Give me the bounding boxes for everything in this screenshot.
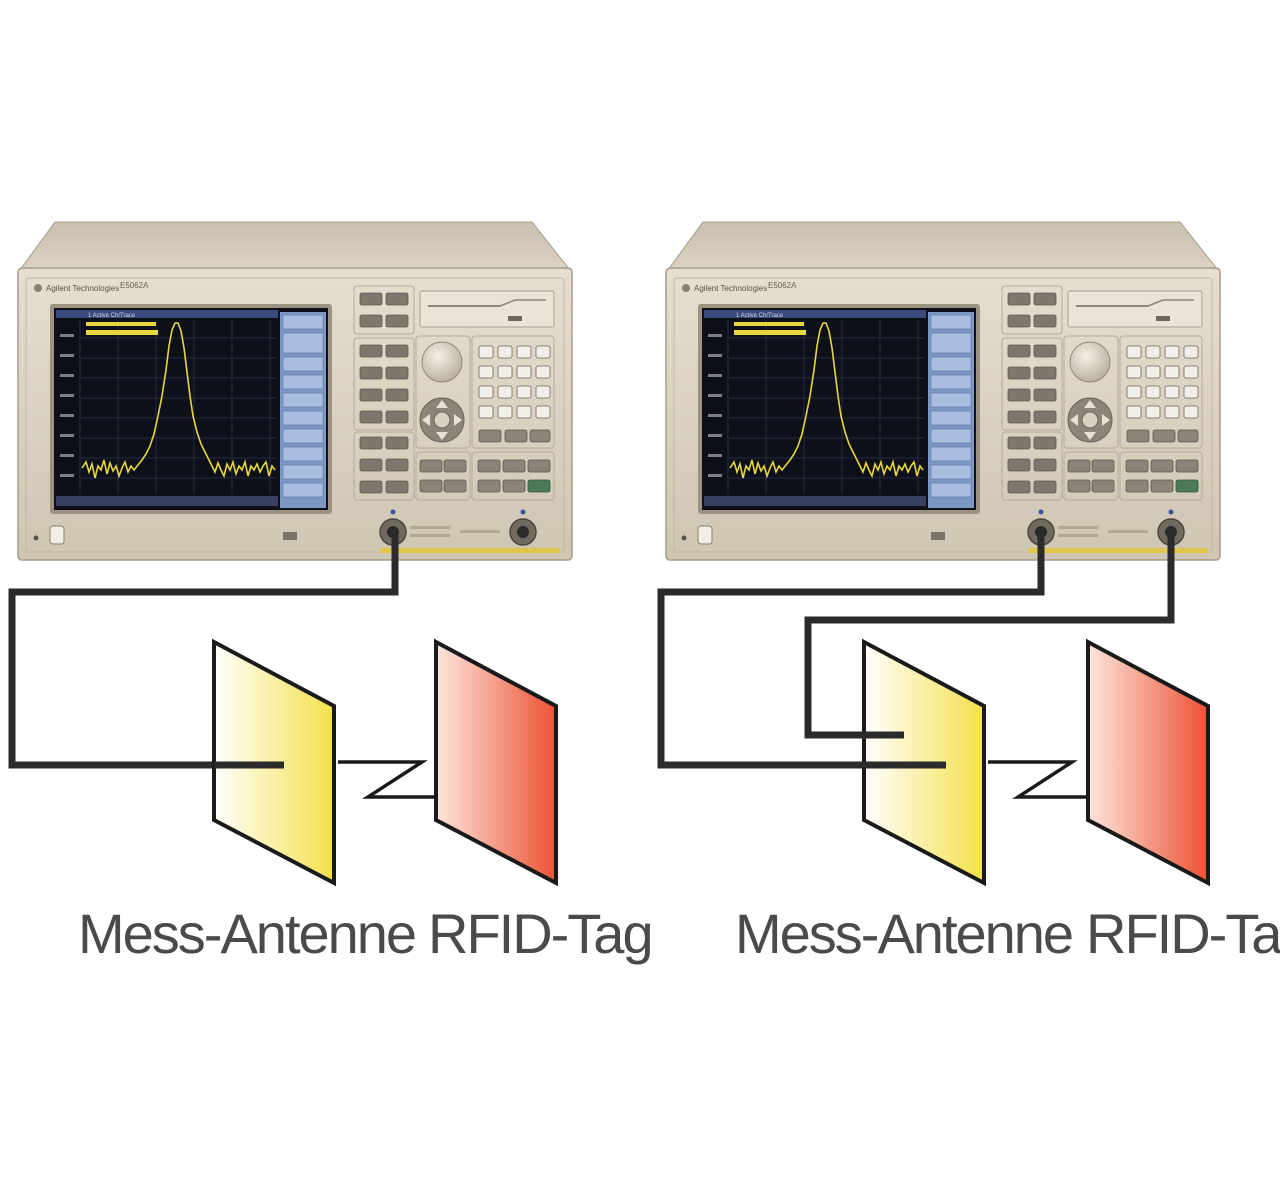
model-label-right: E5062A xyxy=(768,281,797,290)
rfid-tag-left xyxy=(434,640,558,885)
network-analyzer-right: Agilent Technologies E5062A 1 Active Ch/… xyxy=(665,221,1221,561)
antenna-caption-right: Mess-Antenne xyxy=(735,902,1072,965)
cable-port1-right xyxy=(657,532,1045,769)
tag-caption-left: RFID-Tag xyxy=(428,902,652,965)
brand-label-right: Agilent Technologies xyxy=(694,284,767,293)
model-label-left: E5062A xyxy=(120,281,149,290)
cable-port1-left xyxy=(8,532,399,769)
trace-header-right: 1 Active Ch/Trace xyxy=(736,313,784,319)
brand-label-left: Agilent Technologies xyxy=(46,284,119,293)
setup-right: Agilent Technologies E5062A 1 Active Ch/… xyxy=(657,221,1280,965)
rfid-tag-right xyxy=(1086,640,1210,885)
tag-caption-right: RFID-Tag xyxy=(1086,902,1280,965)
antenna-caption-left: Mess-Antenne xyxy=(78,902,415,965)
cable-port2-right xyxy=(804,532,1175,739)
network-analyzer-left: Agilent Technologies E5062A 1 Active Ch/… xyxy=(17,221,573,561)
trace-header-left: 1 Active Ch/Trace xyxy=(88,313,136,319)
setup-left: Agilent Technologies E5062A 1 Active Ch/… xyxy=(8,221,654,965)
